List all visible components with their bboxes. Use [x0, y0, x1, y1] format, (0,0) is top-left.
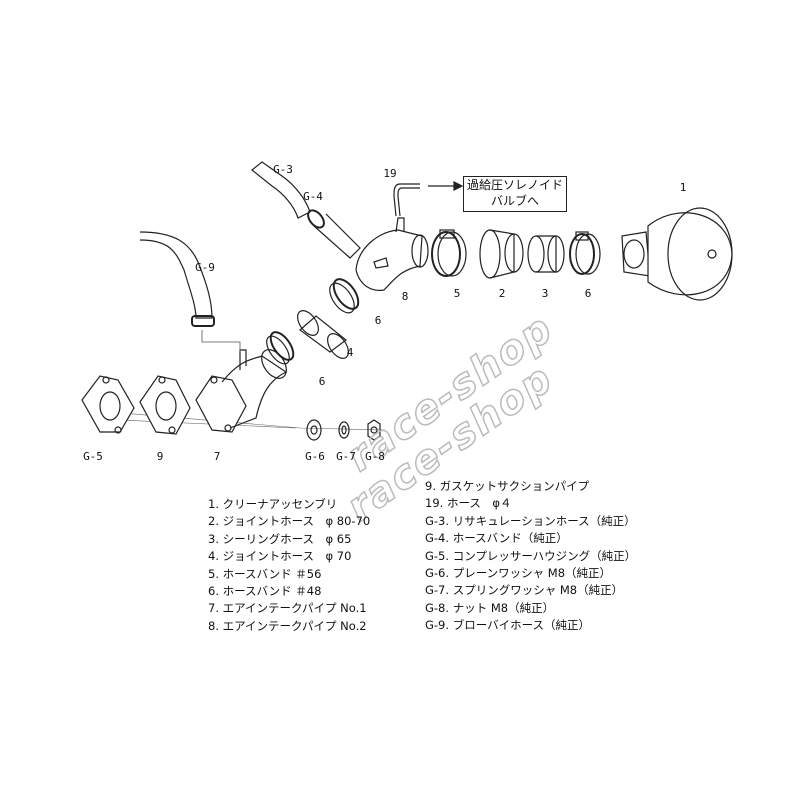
callout-4: 4	[346, 346, 354, 359]
parts-list-item: G-8. ナット M8（純正）	[425, 600, 555, 615]
parts-list-left: 1. クリーナアッセンブリ 2. ジョイントホース φ 80-70 3. シーリ…	[208, 496, 370, 635]
recirculation-hose	[251, 161, 361, 259]
callout-6-lower: 6	[318, 375, 326, 388]
callout-2: 2	[498, 287, 506, 300]
parts-list-item: 2. ジョイントホース φ 80-70	[208, 514, 371, 529]
solenoid-valve-note: 過給圧ソレノイド バルブへ	[463, 176, 567, 212]
parts-list-item: 8. エアインテークパイプ No.2	[208, 618, 367, 633]
callout-g8: G-8	[365, 450, 385, 463]
callout-1: 1	[679, 181, 687, 194]
callout-6-mid: 6	[374, 314, 382, 327]
air-intake-pipe-1	[195, 349, 288, 433]
sealing-hose-3	[527, 235, 565, 273]
air-intake-pipe-2	[355, 217, 429, 291]
joint-hose-2	[479, 229, 524, 279]
callout-g5: G-5	[83, 450, 103, 463]
parts-list-item: 9. ガスケットサクションパイプ	[425, 479, 590, 493]
parts-list-item: G-4. ホースバンド（純正）	[425, 531, 568, 546]
callout-g4: G-4	[303, 190, 323, 203]
callout-3: 3	[541, 287, 549, 300]
note-line-2: バルブへ	[490, 194, 539, 208]
spring-washer	[338, 421, 350, 439]
hose-band-6-right	[569, 231, 601, 275]
callout-19: 19	[383, 167, 397, 180]
joint-hose-4	[297, 310, 349, 359]
parts-list-item: 4. ジョイントホース φ 70	[208, 549, 352, 564]
hose-band-6-lower	[266, 331, 295, 365]
cleaner-assembly	[621, 207, 733, 301]
parts-list-item: 5. ホースバンド ＃56	[208, 566, 322, 581]
callout-g9: G-9	[195, 261, 215, 274]
hose-band-6-mid	[329, 278, 360, 314]
callout-8: 8	[401, 290, 409, 303]
callout-g3: G-3	[273, 163, 293, 176]
parts-list-item: 3. シーリングホース φ 65	[208, 531, 352, 546]
hose-19	[393, 183, 420, 217]
plain-washer	[306, 419, 322, 441]
callout-g7: G-7	[336, 450, 356, 463]
parts-list-item: G-3. リサキュレーションホース（純正）	[425, 513, 636, 528]
parts-list-item: 6. ホースバンド ＃48	[208, 584, 322, 599]
parts-list-item: 19. ホース φ４	[425, 496, 512, 511]
note-line-1: 過給圧ソレノイド	[466, 178, 563, 192]
parts-list-item: 1. クリーナアッセンブリ	[208, 497, 338, 511]
blow-by-hose	[139, 231, 241, 352]
parts-list-item: G-7. スプリングワッシャ M8（純正）	[425, 583, 624, 598]
gasket-suction-pipe	[139, 375, 191, 435]
parts-list-item: G-9. ブローバイホース（純正）	[425, 618, 590, 633]
callout-6-right: 6	[584, 287, 592, 300]
parts-list-item: G-6. プレーンワッシャ M8（純正）	[425, 566, 612, 581]
hose-band-5	[431, 229, 467, 277]
compressor-housing-flange	[81, 375, 135, 434]
callout-5: 5	[453, 287, 461, 300]
callout-7: 7	[213, 450, 221, 463]
parts-list-item: G-5. コンプレッサーハウジング（純正）	[425, 548, 637, 563]
nut	[367, 419, 381, 441]
callout-9: 9	[156, 450, 164, 463]
callout-g6: G-6	[305, 450, 325, 463]
parts-list-right: 9. ガスケットサクションパイプ 19. ホース φ４ G-3. リサキュレーシ…	[425, 478, 636, 635]
parts-list-item: 7. エアインテークパイプ No.1	[208, 601, 367, 616]
